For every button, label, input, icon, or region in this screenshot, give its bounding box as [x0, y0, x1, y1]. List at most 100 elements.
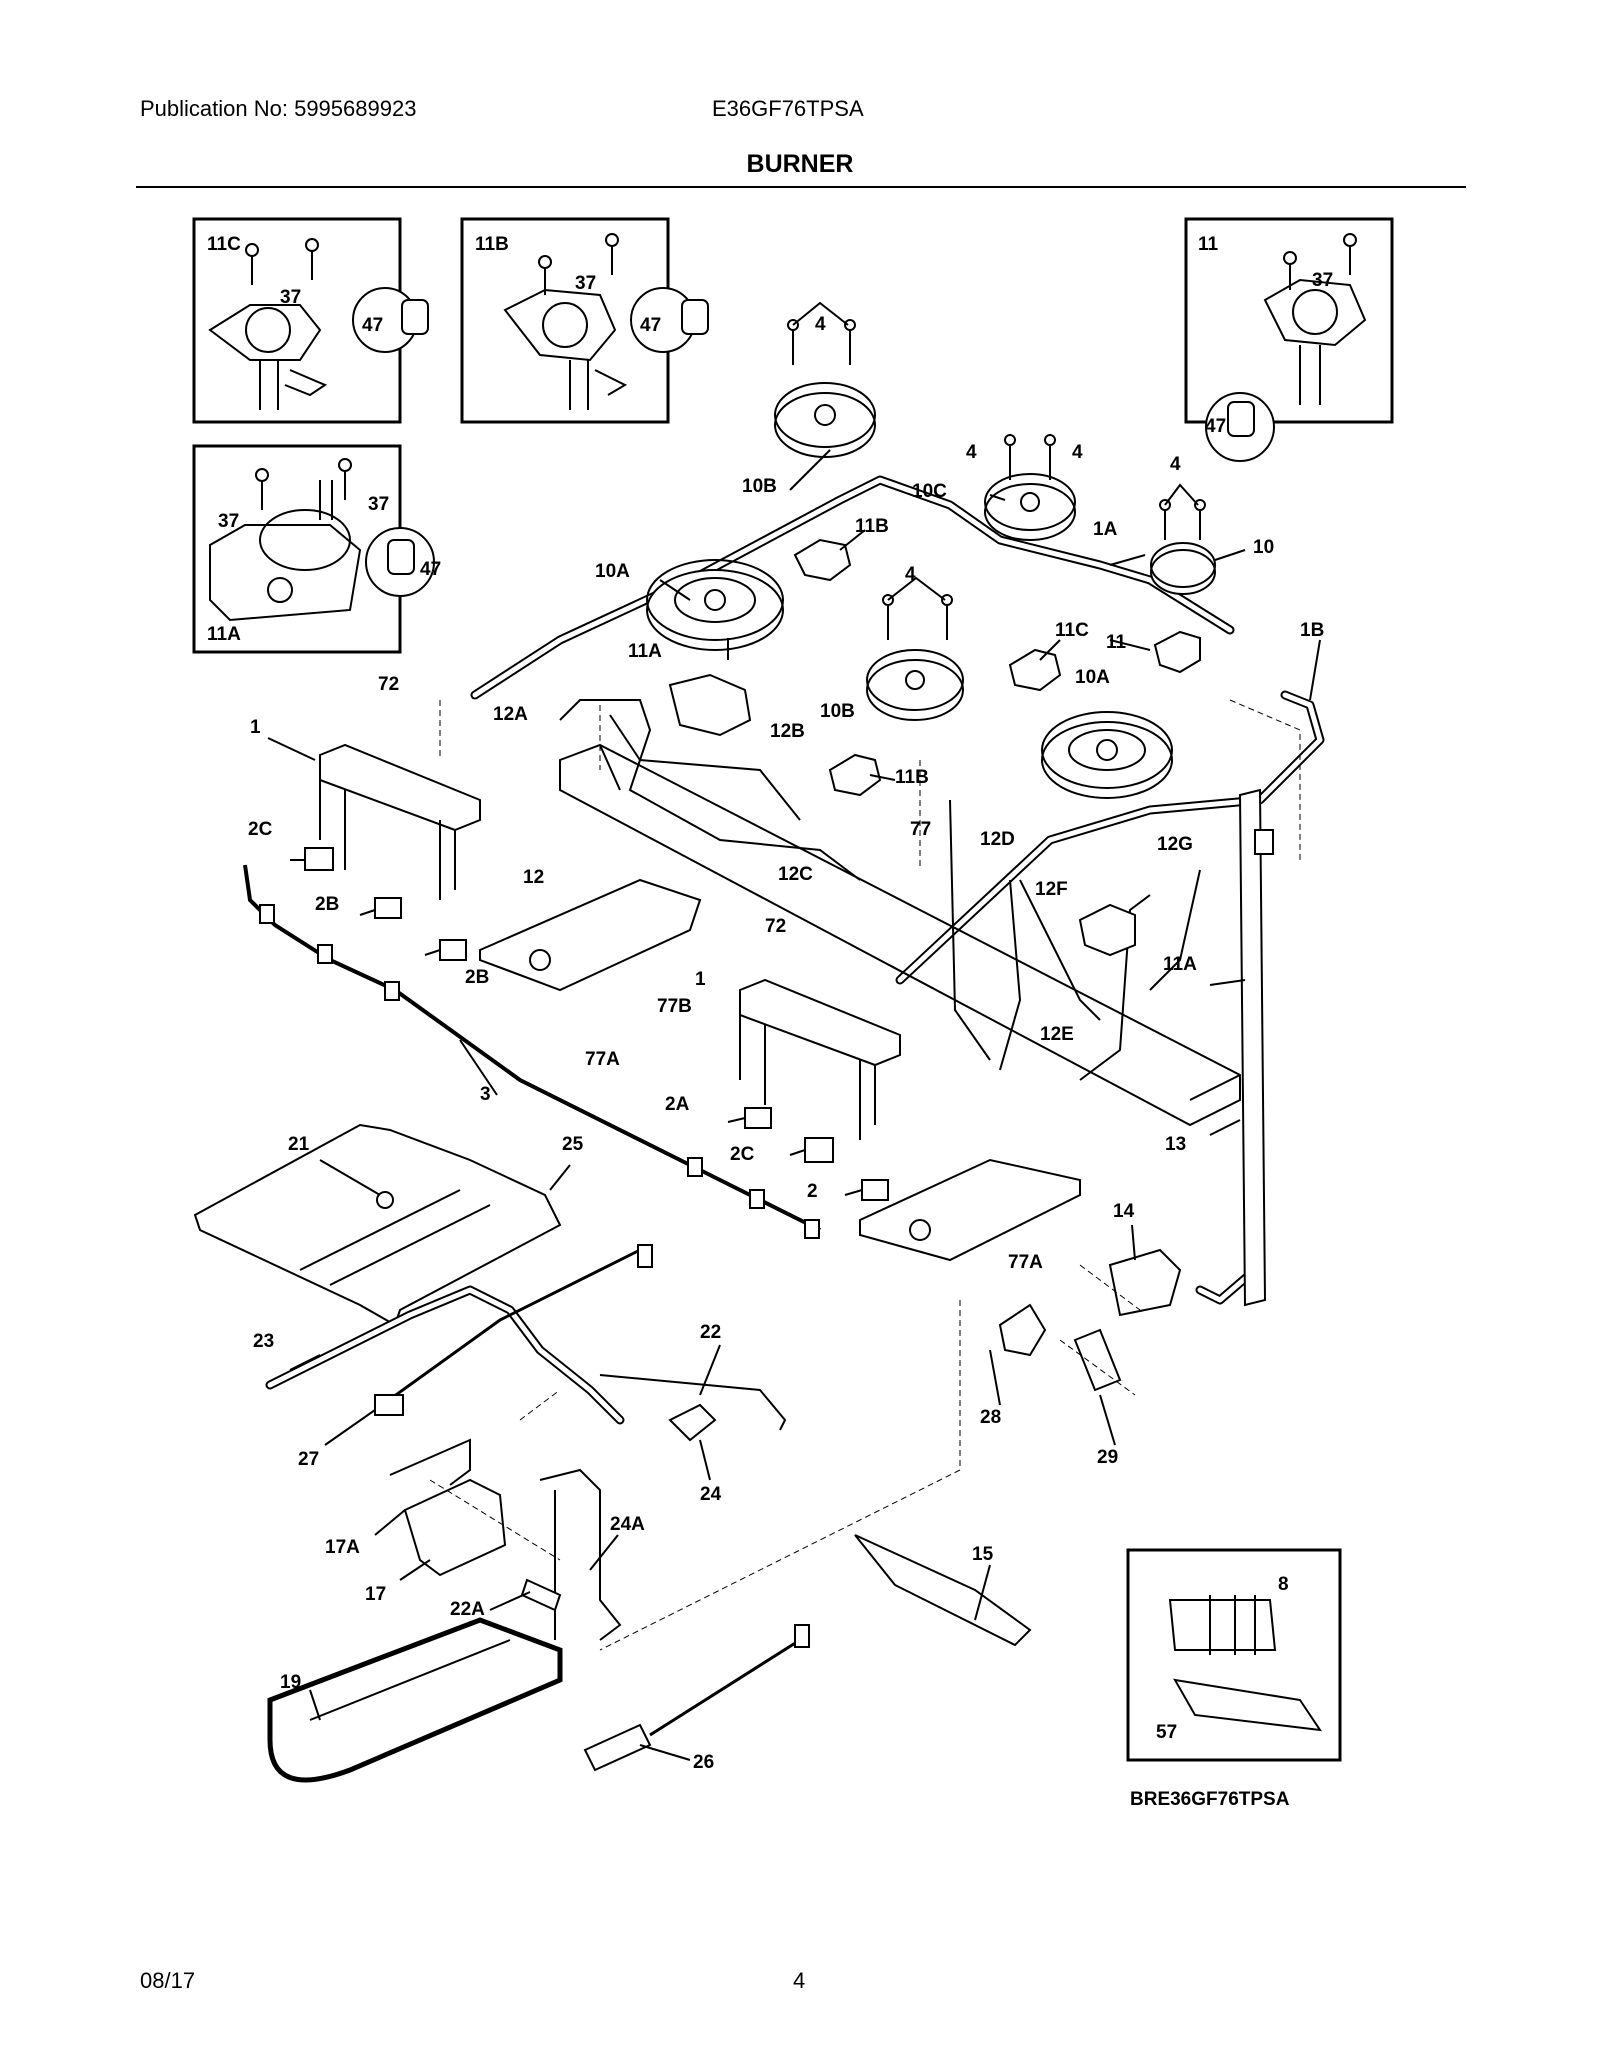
callout-46: 23 [253, 1331, 274, 1352]
callout-18: 72 [378, 674, 399, 695]
diagram-reference: BRE36GF76TPSA [1130, 1789, 1290, 1810]
publication-number: Publication No: 5995689923 [140, 96, 417, 121]
callout-15: 12B [770, 721, 805, 742]
page-title: BURNER [746, 150, 854, 178]
callout-33: 1 [695, 969, 706, 990]
callout-52: 17A [325, 1537, 360, 1558]
callout-17: 10A [1075, 667, 1110, 688]
burner-10a-right [1041, 711, 1173, 799]
callout-25: 12G [1157, 834, 1193, 855]
inset-8-label-0: 8 [1278, 1574, 1289, 1595]
callout-32: 2B [465, 967, 489, 988]
burner-10a-left [646, 559, 784, 660]
inset-11c-label-2: 47 [362, 315, 383, 336]
inset-8: 8 57 [1126, 1548, 1342, 1762]
inset-11b-label-0: 11B [475, 234, 509, 255]
inset-11a-label-1: 37 [368, 494, 389, 515]
burner-10b-top [774, 301, 876, 458]
callout-57: 19 [280, 1672, 301, 1693]
callout-53: 24A [610, 1514, 645, 1535]
inset-11a-label-0: 37 [218, 511, 239, 532]
callout-14: 11A [628, 641, 662, 662]
callout-0: 4 [815, 314, 826, 335]
callout-12: 11 [1106, 632, 1127, 653]
callout-47: 22 [700, 1322, 721, 1343]
burner-10c [984, 434, 1076, 541]
callout-8: 1A [1093, 519, 1118, 540]
callout-10: 4 [905, 564, 916, 585]
callout-4: 10C [912, 481, 947, 502]
inset-8-label-1: 57 [1156, 1722, 1177, 1743]
inset-11-label-0: 11 [1198, 234, 1219, 255]
callout-38: 2A [665, 1094, 690, 1115]
inset-11b-label-2: 47 [640, 315, 661, 336]
inset-11b-label-1: 37 [575, 273, 596, 294]
valves-and-harness [243, 847, 889, 1239]
inset-11: 11 37 47 [1184, 217, 1394, 462]
callout-3: 4 [1072, 442, 1083, 463]
gas-tubing [470, 475, 1325, 1305]
callout-23: 77 [910, 819, 931, 840]
callout-44: 14 [1113, 1201, 1135, 1222]
callout-21: 11B [895, 767, 929, 788]
burner-10b-mid [866, 576, 964, 721]
callout-27: 12C [778, 864, 813, 885]
callout-37: 77A [585, 1049, 620, 1070]
callout-11: 11C [1055, 620, 1089, 641]
inset-11-label-1: 37 [1312, 270, 1333, 291]
oven-section [193, 1123, 1182, 1783]
callout-22: 2C [248, 819, 273, 840]
inset-11-label-2: 47 [1205, 416, 1226, 437]
callout-1: 10B [742, 476, 777, 497]
callout-41: 21 [288, 1134, 310, 1155]
callout-29: 12F [1035, 879, 1068, 900]
callout-9: 10A [595, 561, 630, 582]
callout-58: 26 [693, 1752, 714, 1773]
page-number: 4 [793, 1968, 806, 1993]
callout-48: 28 [980, 1407, 1001, 1428]
callout-34: 77B [657, 996, 692, 1017]
footer-date: 08/17 [140, 1968, 196, 1993]
callout-5: 11B [855, 516, 889, 537]
inset-11a-label-3: 11A [207, 624, 241, 645]
burner-bases [668, 538, 1201, 957]
assembly-lines [429, 699, 1301, 1651]
callout-39: 2C [730, 1144, 755, 1165]
callout-19: 1 [250, 717, 261, 738]
burner-frame [319, 743, 1274, 1307]
callout-7: 10 [1253, 537, 1274, 558]
header-divider [136, 186, 1466, 188]
callout-31: 11A [1163, 954, 1197, 975]
inset-11c: 11C 37 47 [192, 217, 429, 424]
callout-16: 10B [820, 701, 855, 722]
callout-13: 1B [1300, 620, 1324, 641]
callout-36: 3 [480, 1084, 491, 1105]
callouts: 4 10B 4 4 10C 11B 4 10 1A 10A 4 11C 11 1… [248, 314, 1324, 1773]
callout-49: 29 [1097, 1447, 1118, 1468]
callout-40: 13 [1165, 1134, 1186, 1155]
callout-2: 4 [966, 442, 977, 463]
callout-6: 4 [1170, 454, 1181, 475]
callout-51: 24 [700, 1484, 722, 1505]
callout-28: 2B [315, 894, 339, 915]
model-number: E36GF76TPSA [712, 96, 864, 121]
callout-56: 22A [450, 1599, 485, 1620]
callout-35: 12E [1040, 1024, 1074, 1045]
callout-42: 25 [562, 1134, 584, 1155]
callout-45: 77A [1008, 1252, 1043, 1273]
callout-20: 12A [493, 704, 528, 725]
callout-54: 15 [972, 1544, 994, 1565]
inset-11b: 11B 37 47 [460, 217, 709, 424]
inset-11a: 37 37 47 11A [192, 444, 441, 654]
callout-24: 12D [980, 829, 1015, 850]
burner-10 [1150, 483, 1216, 595]
inset-11c-label-1: 37 [280, 287, 301, 308]
callout-43: 2 [807, 1181, 818, 1202]
leader-lines [267, 449, 1321, 1761]
callout-30: 72 [765, 916, 786, 937]
callout-26: 12 [523, 867, 544, 888]
callout-50: 27 [298, 1449, 319, 1470]
inset-11a-label-2: 47 [420, 559, 441, 580]
inset-11c-label-0: 11C [207, 234, 241, 255]
